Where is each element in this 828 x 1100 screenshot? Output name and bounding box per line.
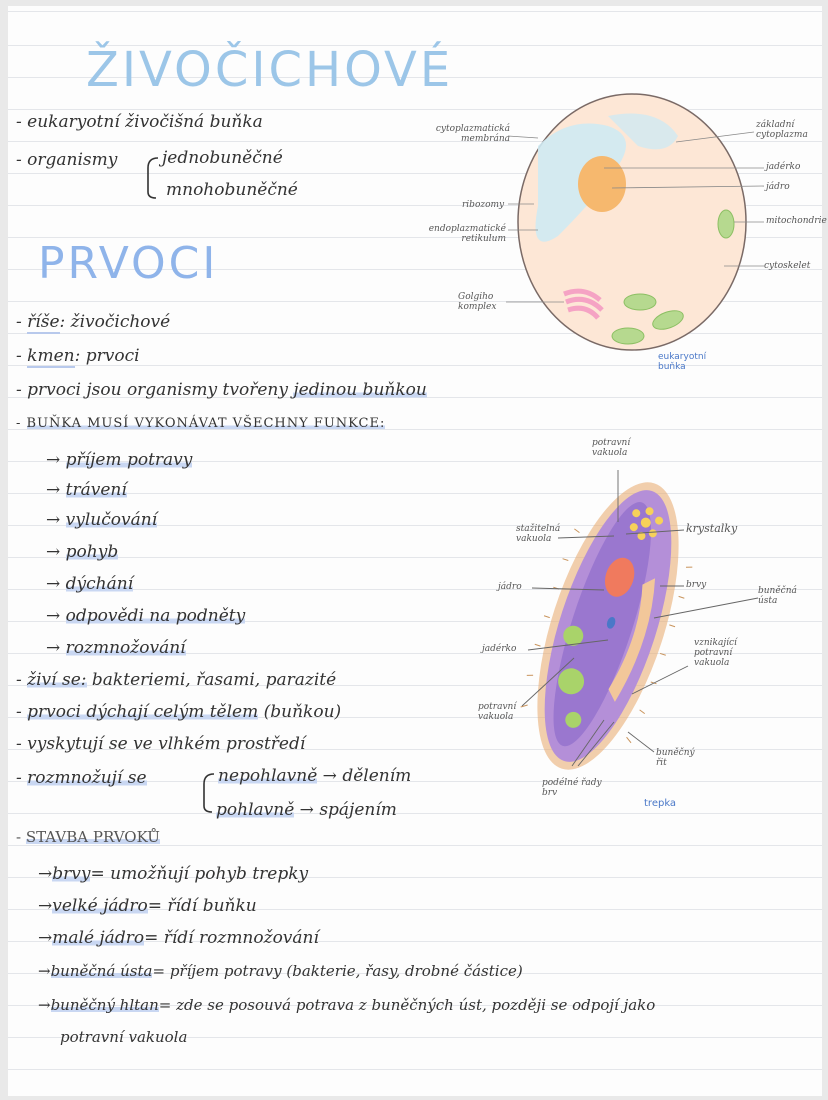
cell-caption: eukaryotní buňka bbox=[658, 352, 707, 372]
musi-text: BUŇKA MUSÍ VYKONÁVAT VŠECHNY FUNKCE: bbox=[26, 416, 386, 431]
label-podelne: podélné řady brv bbox=[542, 778, 602, 798]
organisms-label: - organismy bbox=[16, 150, 118, 170]
mitochondrion bbox=[611, 327, 645, 345]
stavba-tail: potravní vakuola bbox=[60, 1028, 188, 1046]
label-er: endoplazmatické retikulum bbox=[428, 224, 506, 244]
stavba-item: →buněčná ústa= příjem potravy (bakterie,… bbox=[38, 962, 523, 980]
mitochondrion bbox=[717, 209, 735, 239]
label-mito: mitochondrie bbox=[766, 216, 827, 226]
mitochondrion bbox=[652, 310, 684, 330]
function-item: → dýchání bbox=[46, 574, 134, 594]
golgi-complex bbox=[563, 288, 604, 320]
brace-icon bbox=[147, 157, 159, 199]
label-potravni-top: potravní vakuola bbox=[592, 438, 631, 458]
mitochondrion bbox=[623, 293, 657, 311]
label-vznikajici: vznikající potravní vakuola bbox=[694, 638, 737, 668]
fact-jsou: - prvoci jsou organismy tvořeny jedinou … bbox=[16, 380, 427, 400]
nepohlavne-line: nepohlavně → dělením bbox=[218, 766, 412, 786]
paramecium-diagram bbox=[520, 470, 759, 770]
page-title: ŽIVOČICHOVÉ bbox=[86, 42, 454, 98]
organisms-b: mnohobuněčné bbox=[166, 180, 298, 200]
nucleus bbox=[578, 156, 626, 212]
brace-icon bbox=[203, 773, 215, 813]
function-item: → trávení bbox=[46, 480, 127, 500]
label-zakladni: základní cytoplazma bbox=[756, 120, 808, 140]
notebook-page: ŽIVOČICHOVÉ - eukaryotní živočišná buňka… bbox=[8, 6, 827, 1096]
label-usta: buněčná ústa bbox=[758, 586, 797, 606]
fact-rozmnozuji: - rozmnožují se bbox=[16, 768, 147, 788]
stavba-item: →brvy= umožňují pohyb trepky bbox=[38, 864, 309, 884]
stavba-heading: - STAVBA PRVOKŮ bbox=[16, 828, 160, 846]
stavba-item: →malé jádro= řídí rozmnožování bbox=[38, 928, 319, 948]
fact-musi: - BUŇKA MUSÍ VYKONÁVAT VŠECHNY FUNKCE: bbox=[16, 416, 386, 431]
label-stazitelna: stažitelná vakuola bbox=[516, 524, 561, 544]
section-heading-prvoci: PRVOCI bbox=[38, 238, 219, 289]
label-potravni-left: potravní vakuola bbox=[478, 702, 517, 722]
label-ribozomy: ribozomy bbox=[462, 200, 505, 210]
fact-zivi: - živí se: bakteriemi, řasami, parazité bbox=[16, 670, 337, 690]
label-krystalky: krystalky bbox=[686, 522, 738, 535]
kmen-val: : prvoci bbox=[74, 346, 140, 366]
kmen-key: kmen bbox=[27, 346, 75, 368]
fact-rise: - říše: živočichové bbox=[16, 312, 171, 334]
oral-groove bbox=[608, 578, 656, 702]
micronucleus bbox=[606, 616, 616, 629]
label-jadro-p: jádro bbox=[498, 582, 522, 592]
fact-vyskyt: - vyskytují se ve vlhkém prostředí bbox=[16, 734, 306, 754]
label-jadro: jádro bbox=[766, 182, 790, 192]
contractile-vacuole bbox=[629, 507, 664, 540]
function-item: → příjem potravy bbox=[46, 450, 193, 470]
label-cyto: cytoskelet bbox=[764, 261, 811, 271]
label-rit: buněčný řit bbox=[656, 748, 695, 768]
fact-kmen: - kmen: prvoci bbox=[16, 346, 140, 368]
jsou-hl: jedinou buňkou bbox=[293, 380, 427, 400]
jsou-pre: - prvoci jsou organismy tvořeny bbox=[16, 380, 294, 400]
macronucleus bbox=[604, 557, 635, 597]
function-item: → vylučování bbox=[46, 510, 158, 530]
function-item: → odpovědi na podněty bbox=[46, 606, 246, 626]
label-jaderko-p: jadérko bbox=[482, 644, 517, 654]
food-vacuole bbox=[565, 711, 582, 728]
label-jaderko: jadérko bbox=[766, 162, 801, 172]
food-vacuole bbox=[558, 668, 585, 695]
intro-line: - eukaryotní živočišná buňka bbox=[16, 112, 263, 132]
function-item: → pohyb bbox=[46, 542, 119, 562]
organisms-a: jednobuněčné bbox=[162, 148, 283, 168]
paramecium-caption: trepka bbox=[644, 798, 677, 809]
stavba-item: →buněčný hltan= zde se posouvá potrava z… bbox=[38, 996, 656, 1014]
rise-key: říše bbox=[27, 312, 60, 334]
label-brvy: brvy bbox=[686, 580, 707, 590]
rise-val: : živočichové bbox=[59, 312, 171, 332]
label-membrana: cytoplazmatická membrána bbox=[435, 124, 510, 144]
function-item: → rozmnožování bbox=[46, 638, 186, 658]
fact-dychaji: - prvoci dýchají celým tělem (buňkou) bbox=[16, 702, 342, 722]
animal-cell-diagram bbox=[506, 93, 765, 351]
pohlavne-line: pohlavně → spájením bbox=[216, 800, 397, 820]
stavba-item: →velké jádro= řídí buňku bbox=[38, 896, 257, 916]
label-golgi: Golgiho komplex bbox=[458, 292, 497, 312]
food-vacuole bbox=[563, 625, 584, 646]
